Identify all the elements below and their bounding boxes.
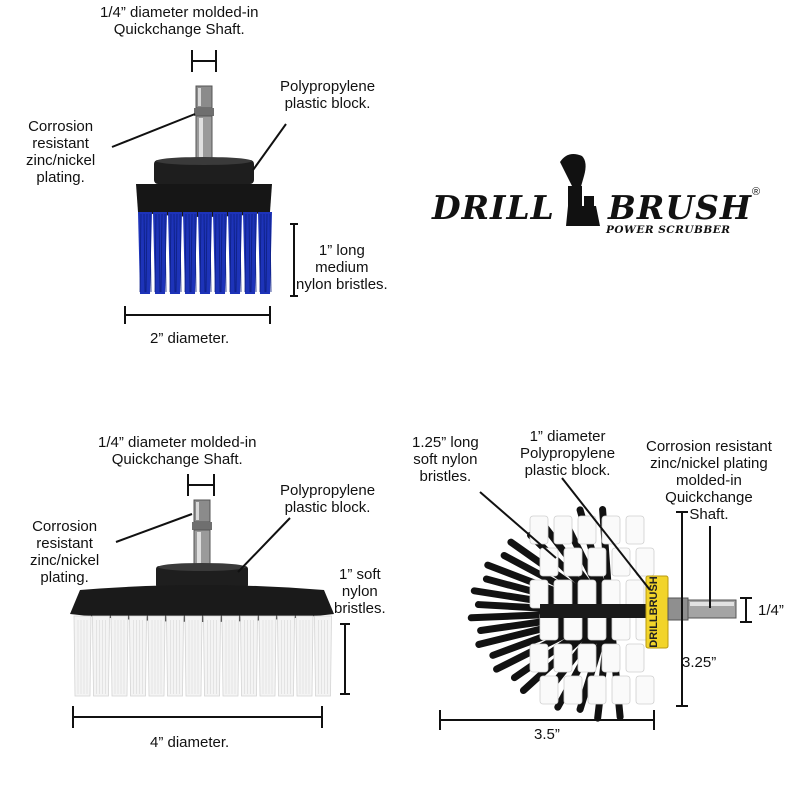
registered-mark: ®: [752, 186, 761, 198]
brush-2in-dimensions: [111, 50, 298, 324]
brush-4in-block-label: Polypropylene plastic block.: [280, 482, 376, 516]
brush-4in-bristles: [73, 615, 332, 697]
brush-4in-diameter-label: 4” diameter.: [150, 734, 230, 751]
round-brush-dimensions: [439, 477, 752, 730]
brush-4in-dimensions: [72, 474, 350, 728]
brush-4in: [70, 474, 350, 728]
brush-2in-block: [136, 157, 272, 217]
round-brush-shaft: [667, 597, 737, 621]
brush-2in-diameter-label: 2” diameter.: [150, 330, 230, 347]
brush-2in-shaft-label: 1/4” diameter molded-in Quickchange Shaf…: [100, 4, 259, 38]
brush-2in-bristle-label: 1” long medium nylon bristles.: [296, 242, 388, 293]
brush-2in-plating-label: Corrosion resistant zinc/nickel plating.: [26, 118, 96, 186]
round-brush-bristles: [467, 505, 655, 722]
brush-4in-block: [70, 563, 334, 622]
brand-name-part1: DRILL: [432, 188, 555, 227]
round-brush-core: DRILLBRUSH: [645, 575, 669, 649]
round-brush-height-label: 3.25”: [682, 654, 717, 671]
brush-2in: [111, 50, 298, 324]
brand-tagline: POWER SCRUBBER: [606, 224, 731, 236]
round-brush-plating-label: Corrosion resistant zinc/nickel plating …: [646, 438, 772, 523]
svg-text:DRILLBRUSH: DRILLBRUSH: [648, 576, 660, 648]
brush-4in-bristle-label: 1” soft nylon bristles.: [334, 566, 386, 617]
round-brush-shaft-size-label: 1/4”: [758, 602, 784, 619]
brush-2in-bristles: [138, 212, 272, 294]
round-brush-bristle-label: 1.25” long soft nylon bristles.: [412, 434, 479, 485]
brand-name-part2: BRUSH: [608, 188, 753, 227]
logo-drill-figure: [560, 154, 600, 226]
brush-2in-shaft: [194, 85, 214, 161]
brush-4in-shaft: [192, 499, 212, 569]
round-brush-block-label: 1” diameter Polypropylene plastic block.: [520, 428, 616, 479]
brush-4in-shaft-label: 1/4” diameter molded-in Quickchange Shaf…: [98, 434, 257, 468]
brush-4in-plating-label: Corrosion resistant zinc/nickel plating.: [30, 518, 100, 586]
round-brush: DRILLBRUSH: [439, 477, 752, 730]
brush-2in-block-label: Polypropylene plastic block.: [280, 78, 376, 112]
round-brush-width-label: 3.5”: [534, 726, 560, 743]
